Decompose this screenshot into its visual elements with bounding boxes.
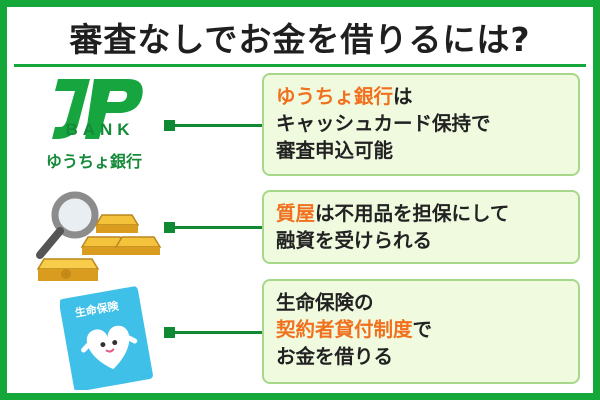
jp-bank-logo-icon: [52, 79, 143, 139]
title-divider: [14, 64, 586, 67]
info-line: ゆうちょ銀行は: [276, 83, 566, 110]
info-box-yucho: ゆうちょ銀行は キャッシュカード保持で 審査申込可能: [262, 73, 580, 176]
page-title: 審査なしでお金を借りるには?: [69, 20, 531, 59]
info-text: は不用品を担保にして: [315, 202, 510, 225]
info-line: お金を借りる: [276, 345, 394, 368]
connector-node-2: [164, 222, 175, 233]
connector-line-1: [166, 124, 262, 127]
highlight-text: ゆうちょ銀行: [276, 85, 394, 108]
connector-node-3: [164, 327, 175, 338]
info-line: 質屋は不用品を担保にして: [276, 200, 566, 227]
info-box-pawnshop: 質屋は不用品を担保にして 融資を受けられる: [262, 190, 580, 264]
highlight-text: 質屋: [276, 202, 316, 225]
info-line: 審査申込可能: [276, 139, 394, 162]
info-line: 融資を受けられる: [276, 229, 433, 252]
info-text: は: [393, 85, 413, 108]
connector-line-3: [166, 331, 262, 334]
gold-bars-magnifier-icon: [36, 191, 162, 281]
info-line: キャッシュカード保持で: [276, 112, 491, 135]
info-box-insurance: 生命保険の 契約者貸付制度で お金を借りる: [262, 279, 580, 384]
connector-line-2: [166, 226, 262, 229]
connector-node-1: [164, 120, 175, 131]
life-insurance-card-icon: 生命保険: [60, 286, 153, 390]
bank-name: ゆうちょ銀行: [45, 152, 142, 171]
info-line: 生命保険の: [276, 291, 374, 314]
bank-label: BANK: [65, 120, 135, 139]
highlight-text: 契約者貸付制度: [276, 318, 413, 341]
info-text: で: [412, 318, 433, 341]
info-line: 契約者貸付制度で: [276, 316, 566, 343]
